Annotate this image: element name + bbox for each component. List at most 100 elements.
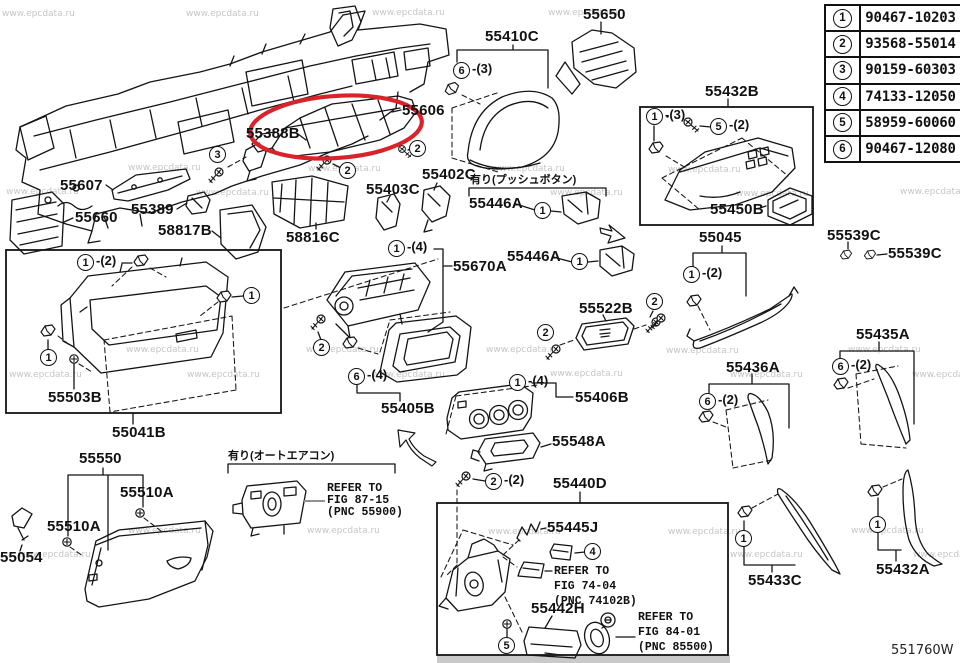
- part-label-55045: 55045: [699, 229, 742, 246]
- watermark: www.epcdata.ru: [128, 163, 201, 173]
- callout-circle: 3: [209, 146, 226, 163]
- callout-circle: 1: [40, 349, 57, 366]
- diagram-code: 551760W: [891, 643, 954, 658]
- fastener-index-badge: 4: [833, 87, 852, 107]
- blade-55436a-drawing: [698, 373, 790, 469]
- callout-quantity: -(3): [472, 61, 493, 76]
- part-label-55660: 55660: [75, 209, 118, 226]
- watermark: www.epcdata.ru: [730, 550, 803, 560]
- part-label-55446A: 55446A: [469, 195, 523, 212]
- watermark: www.epcdata.ru: [900, 187, 960, 197]
- bracket-55607-drawing: [105, 168, 191, 202]
- vent-55650-drawing: [555, 21, 637, 95]
- fastener-row: 3 90159-60303: [826, 58, 960, 85]
- vent-55660-drawing: [9, 191, 74, 255]
- part-label-55607: 55607: [60, 177, 103, 194]
- callout-circle: 2: [339, 162, 356, 179]
- callout-circle: 1: [243, 287, 260, 304]
- refer-note-line: FIG 87-15: [327, 494, 390, 507]
- panel-58817b-drawing: [211, 204, 267, 260]
- fastener-part-number: 74133-12050: [865, 88, 956, 105]
- callout-1: 1-(2): [683, 265, 722, 283]
- part-label-55410C: 55410C: [485, 28, 539, 45]
- part-label-55405B: 55405B: [381, 400, 435, 417]
- refer-note-line: REFER TO: [327, 482, 383, 495]
- watermark: www.epcdata.ru: [486, 345, 559, 355]
- part-label-55503B: 55503B: [48, 389, 102, 406]
- watermark: www.epcdata.ru: [730, 370, 803, 380]
- fastener-index-badge: 1: [833, 8, 852, 28]
- fastener-row: 5 58959-60060: [826, 110, 960, 137]
- callout-circle: 6: [453, 62, 470, 79]
- jp-note: 有り(オートエアコン): [228, 450, 335, 462]
- callout-quantity: -(4): [407, 239, 428, 254]
- unit-55406b-drawing: [397, 382, 574, 467]
- part-label-55389: 55389: [131, 201, 174, 218]
- part-label-55446A: 55446A: [507, 248, 561, 265]
- watermark: www.epcdata.ru: [186, 9, 259, 19]
- fastener-index-badge: 6: [833, 139, 852, 159]
- watermark: www.epcdata.ru: [2, 9, 75, 19]
- callout-circle: 2: [313, 339, 330, 356]
- part-label-58816C: 58816C: [286, 229, 340, 246]
- watermark: www.epcdata.ru: [126, 345, 199, 355]
- hood-55410c-drawing: [208, 44, 560, 184]
- watermark: www.epcdata.ru: [306, 345, 379, 355]
- part-label-55510A: 55510A: [47, 518, 101, 535]
- part-label-55450B: 55450B: [710, 201, 764, 218]
- callout-3: 3: [209, 146, 226, 163]
- panel-55388b-drawing: [251, 95, 417, 172]
- callout-circle: 6: [832, 358, 849, 375]
- callout-quantity: -(2): [851, 357, 872, 372]
- callout-circle: 6: [348, 368, 365, 385]
- fastener-row: 2 93568-55014: [826, 32, 960, 59]
- part-label-55406B: 55406B: [575, 389, 629, 406]
- callout-circle: 2: [409, 140, 426, 157]
- part-label-55403C: 55403C: [366, 181, 420, 198]
- callout-5: 5: [498, 637, 515, 654]
- clips-55446a-drawing: [468, 187, 635, 277]
- fastener-part-number: 93568-55014: [865, 36, 956, 53]
- callout-1: 1: [534, 202, 551, 219]
- fastener-part-number: 90159-60303: [865, 62, 956, 79]
- part-label-55435A: 55435A: [856, 326, 910, 343]
- part-label-55041B: 55041B: [112, 424, 166, 441]
- watermark: www.epcdata.ru: [550, 369, 623, 379]
- callout-2: 2: [313, 339, 330, 356]
- clip-55402c-drawing: [421, 182, 451, 233]
- part-label-55510A: 55510A: [120, 484, 174, 501]
- clips-55539c-drawing: [839, 241, 888, 260]
- callout-circle: 2: [485, 473, 502, 490]
- part-label-55650: 55650: [583, 6, 626, 23]
- watermark: www.epcdata.ru: [668, 165, 741, 175]
- part-label-55442H: 55442H: [531, 600, 585, 617]
- watermark: www.epcdata.ru: [6, 187, 79, 197]
- refer-note-line: FIG 74-04: [554, 580, 617, 593]
- watermark: www.epcdata.ru: [18, 550, 91, 560]
- callout-1: 1-(4): [388, 239, 428, 257]
- callout-1: 1: [40, 349, 57, 366]
- panel-58816c-drawing: [271, 175, 349, 230]
- callout-2: 2: [646, 293, 663, 310]
- watermark: www.epcdata.ru: [666, 346, 739, 356]
- watermark: www.epcdata.ru: [848, 345, 921, 355]
- watermark: www.epcdata.ru: [372, 8, 445, 18]
- callout-2: 2: [339, 162, 356, 179]
- watermark: www.epcdata.ru: [492, 164, 565, 174]
- callout-quantity: -(2): [718, 392, 739, 407]
- part-label-55388B: 55388B: [246, 125, 300, 142]
- callout-4: 4: [584, 543, 601, 560]
- callout-1: 1-(4): [509, 373, 548, 391]
- fastener-part-number: 58959-60060: [865, 114, 956, 131]
- refer-note-line: (PNC 55900): [327, 506, 403, 519]
- callout-quantity: -(2): [729, 117, 750, 132]
- panel-55522b-drawing: [545, 313, 666, 361]
- fastener-part-number: 90467-12080: [865, 141, 956, 158]
- watermark: www.epcdata.ru: [851, 526, 924, 536]
- watermark: www.epcdata.ru: [913, 550, 960, 560]
- callout-1: 1: [869, 516, 886, 533]
- part-label-55539C: 55539C: [888, 245, 942, 262]
